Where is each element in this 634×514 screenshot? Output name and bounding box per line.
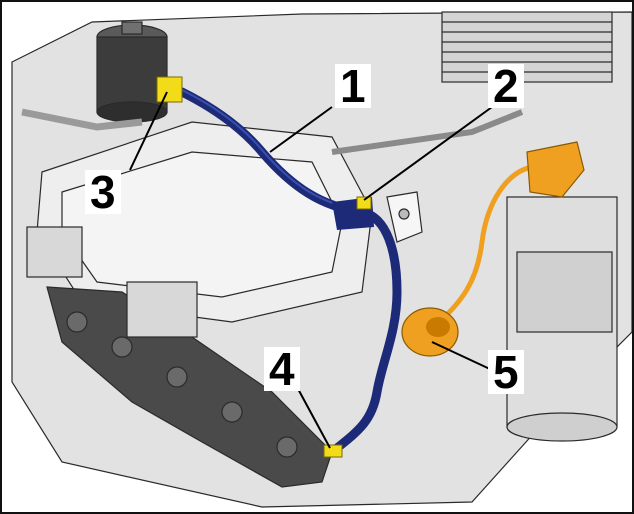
leader-4 <box>296 386 331 449</box>
callout-1: 1 <box>335 63 371 109</box>
fittings <box>156 76 372 458</box>
sensor-5 <box>401 141 585 357</box>
leader-1 <box>269 106 333 153</box>
cooler-fins <box>441 11 613 83</box>
callout-3: 3 <box>85 169 121 215</box>
callout-5: 5 <box>488 349 524 395</box>
leader-2 <box>363 106 493 201</box>
filter-housing <box>96 21 168 123</box>
pipe-1 <box>177 87 402 457</box>
oil-filter <box>506 196 618 442</box>
engine-block <box>11 11 632 508</box>
fitting-3 <box>156 76 183 103</box>
callout-4: 4 <box>264 346 300 392</box>
leader-3 <box>129 91 168 171</box>
leader-5 <box>431 341 493 371</box>
callout-2: 2 <box>488 63 524 109</box>
leader-lines <box>129 91 493 449</box>
fitting-4 <box>323 444 343 458</box>
fitting-2 <box>356 196 372 210</box>
